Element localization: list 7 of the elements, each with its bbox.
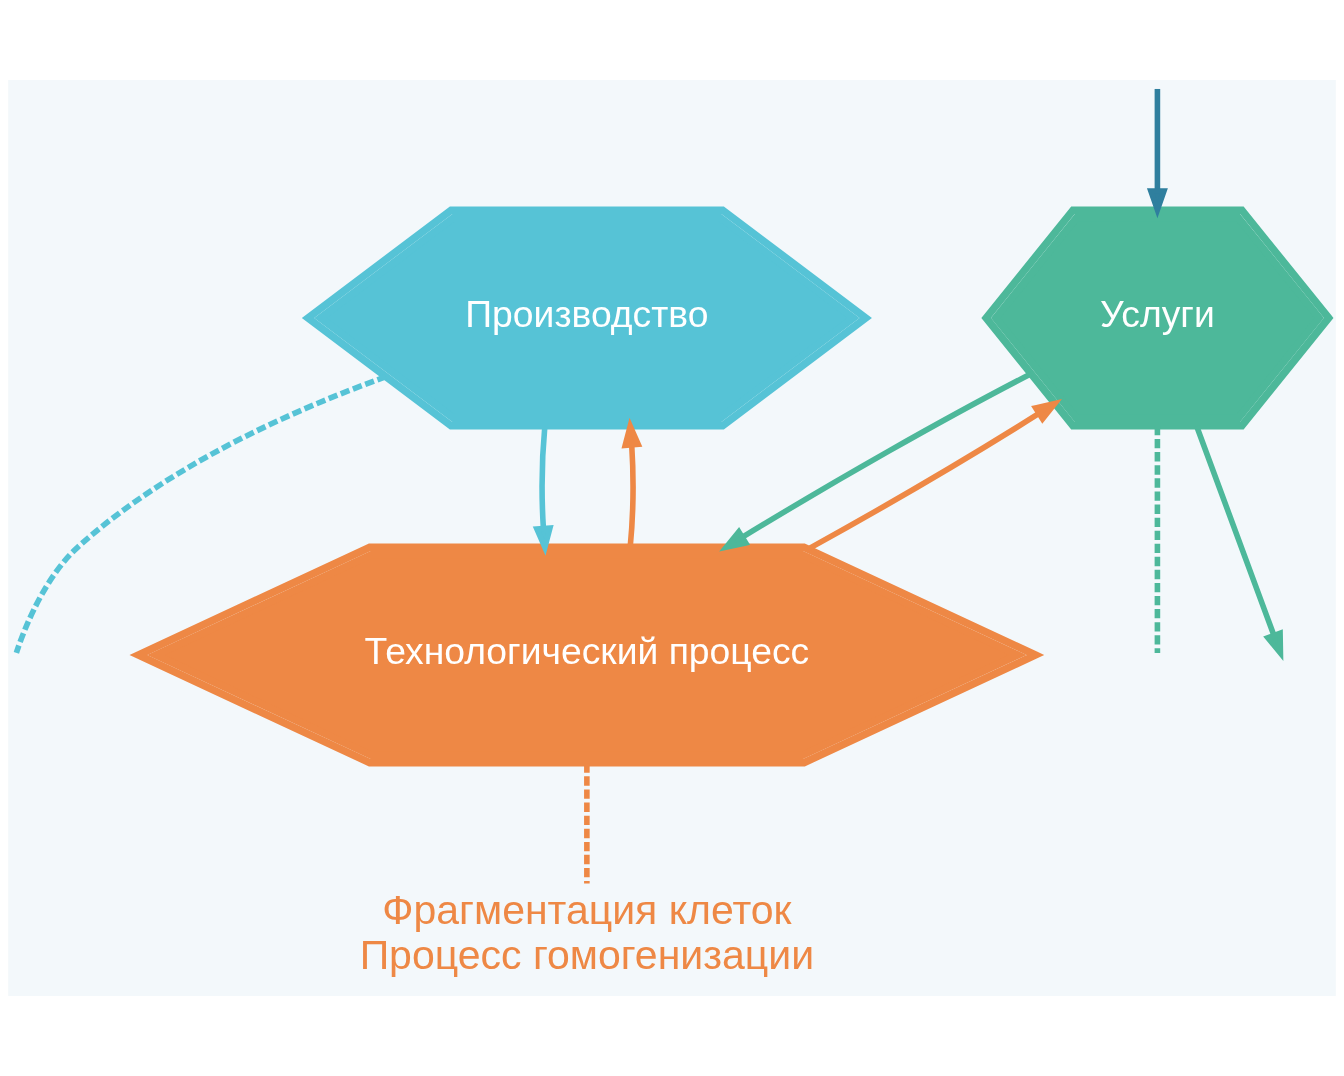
connector [1154, 426, 1161, 654]
arrow [806, 398, 1062, 552]
connector [584, 763, 590, 884]
connector [13, 374, 387, 654]
arrow [719, 371, 1033, 552]
node-text: Фрагментация клеток Процесс гомогенизации [359, 887, 815, 979]
arrow [1146, 88, 1168, 219]
